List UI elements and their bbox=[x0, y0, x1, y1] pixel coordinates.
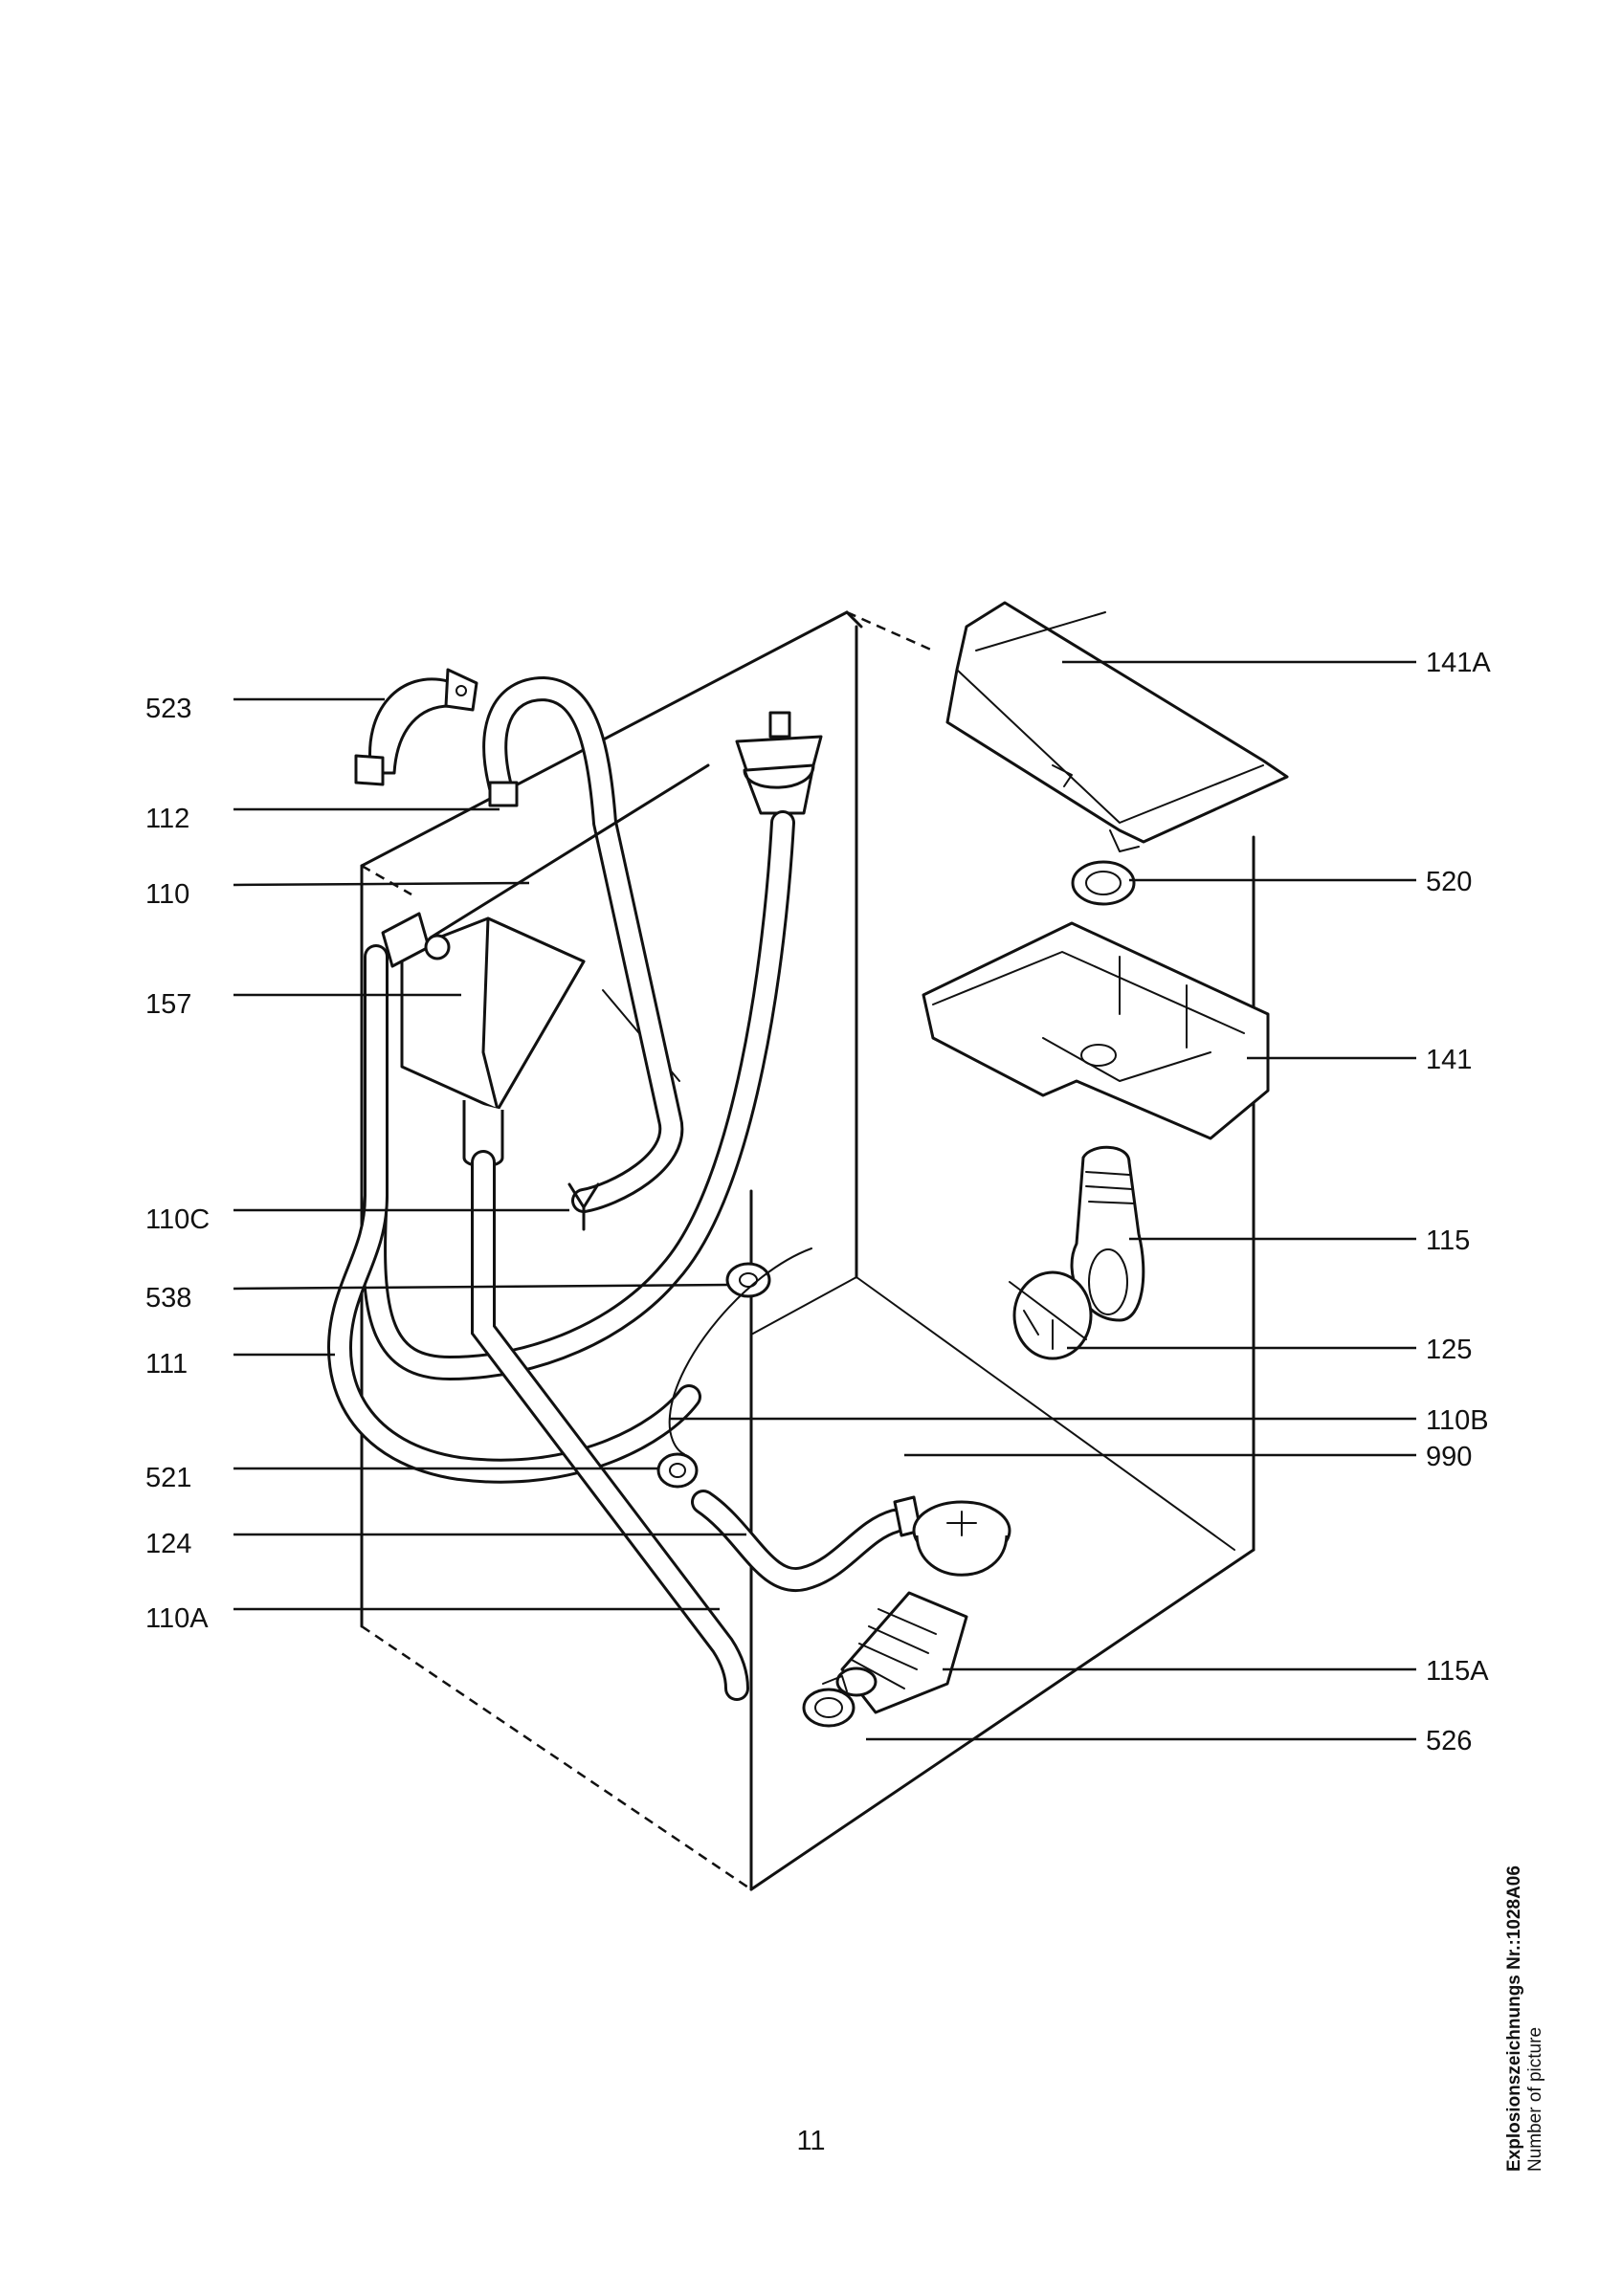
sump-990 bbox=[893, 1495, 1011, 1577]
y-piece-110C bbox=[567, 1182, 600, 1231]
label-110: 110 bbox=[145, 879, 189, 910]
hose-bracket-523 bbox=[354, 668, 478, 786]
label-110B: 110B bbox=[1426, 1405, 1489, 1436]
picture-reference: Explosionszeichnungs Nr.:1028A06 Number … bbox=[1504, 1866, 1546, 2172]
part-labels-left: 523 112 110 157 110C 538 111 521 124 110… bbox=[145, 694, 210, 1634]
hose-loop-111 bbox=[327, 944, 701, 1484]
label-538: 538 bbox=[145, 1283, 191, 1314]
label-115: 115 bbox=[1426, 1225, 1470, 1256]
bellows-hose-115A bbox=[835, 1591, 968, 1714]
label-110C: 110C bbox=[145, 1204, 210, 1235]
label-115A: 115A bbox=[1426, 1656, 1489, 1687]
label-990: 990 bbox=[1426, 1442, 1472, 1472]
seal-ring-520 bbox=[1071, 860, 1136, 906]
picture-reference-subtitle: Number of picture bbox=[1525, 2026, 1545, 2172]
label-141A: 141A bbox=[1426, 648, 1491, 678]
dispenser-lid-141A bbox=[945, 601, 1289, 852]
leader-lines-left bbox=[233, 697, 746, 1611]
label-157: 157 bbox=[145, 989, 191, 1020]
air-tube-110B bbox=[668, 1247, 812, 1455]
label-111: 111 bbox=[145, 1349, 188, 1380]
hose-clamp-526 bbox=[802, 1675, 855, 1728]
grommet-521 bbox=[656, 1452, 699, 1489]
inlet-hose-112 bbox=[482, 675, 684, 1213]
label-125: 125 bbox=[1426, 1335, 1472, 1365]
sump-hose-124 bbox=[691, 1490, 907, 1593]
filler-tube-110 bbox=[429, 763, 710, 939]
leader-lines-right bbox=[670, 660, 1416, 1741]
label-141: 141 bbox=[1426, 1045, 1472, 1075]
cap-125 bbox=[1009, 1270, 1093, 1360]
dispenser-housing-141 bbox=[922, 921, 1270, 1140]
label-124: 124 bbox=[145, 1529, 191, 1559]
grommet-538 bbox=[725, 1262, 771, 1298]
picture-reference-title: Explosionszeichnungs Nr.:1028A06 bbox=[1504, 1866, 1524, 2172]
page-number: 11 bbox=[796, 2126, 826, 2156]
dispenser-housing-157 bbox=[381, 912, 586, 1168]
label-523: 523 bbox=[145, 694, 191, 724]
drain-pipe-110A bbox=[471, 1150, 749, 1701]
label-520: 520 bbox=[1426, 867, 1472, 897]
inlet-valve-assembly bbox=[362, 711, 823, 1381]
label-110A: 110A bbox=[145, 1603, 209, 1634]
label-112: 112 bbox=[145, 804, 189, 834]
part-labels-right: 141A 520 141 115 125 110B 990 115A 526 bbox=[1426, 648, 1491, 1756]
label-526: 526 bbox=[1426, 1726, 1472, 1756]
label-521: 521 bbox=[145, 1463, 191, 1493]
